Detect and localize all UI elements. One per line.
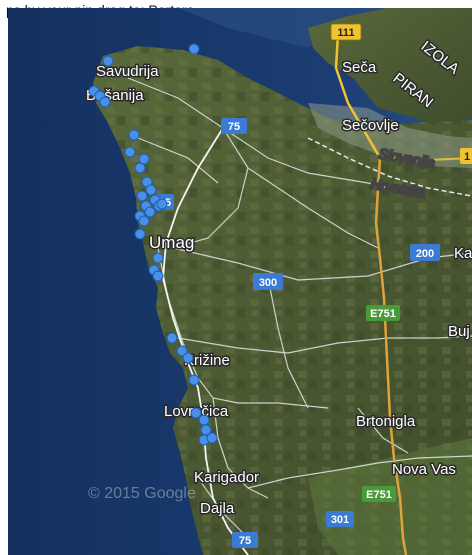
svg-text:301: 301 xyxy=(331,514,349,526)
place-label-seca: Seča xyxy=(342,59,377,76)
road-shield-e751-b: E751 xyxy=(362,486,396,502)
road-111 xyxy=(334,32,382,159)
svg-text:111: 111 xyxy=(337,27,354,39)
place-label-nova-vas: Nova Vas xyxy=(392,461,456,478)
road-shield-75-bottom: 75 xyxy=(232,532,258,548)
map-pin[interactable] xyxy=(156,198,168,210)
svg-text:1: 1 xyxy=(464,151,470,163)
map-pin[interactable] xyxy=(134,228,146,240)
road-shield-e751-a: E751 xyxy=(366,305,400,321)
road-shield-75-top: 75 xyxy=(221,118,247,134)
salt-pans xyxy=(308,103,472,168)
svg-text:E751: E751 xyxy=(370,308,396,320)
map-pin[interactable] xyxy=(166,332,178,344)
place-label-umag: Umag xyxy=(149,233,194,252)
place-label-buj: Buj xyxy=(448,323,470,340)
svg-text:E751: E751 xyxy=(366,489,392,501)
map-pin[interactable] xyxy=(152,252,164,264)
map-watermark: © 2015 Google xyxy=(88,485,196,502)
map-pin[interactable] xyxy=(128,129,140,141)
map-pin[interactable] xyxy=(99,96,111,108)
map-pin[interactable] xyxy=(198,414,210,426)
map-pin[interactable] xyxy=(190,407,202,419)
road-shield-200: 200 xyxy=(410,244,440,261)
place-label-ka: Ka xyxy=(454,245,472,262)
svg-text:300: 300 xyxy=(259,277,277,289)
place-label-dajla: Dajla xyxy=(200,500,235,517)
place-label-karigador: Karigador xyxy=(194,469,259,486)
svg-text:200: 200 xyxy=(416,248,434,260)
svg-text:75: 75 xyxy=(228,121,240,133)
place-label-brtonigla: Brtonigla xyxy=(356,413,416,430)
road-shield-111: 111 xyxy=(330,23,362,41)
map-pin[interactable] xyxy=(206,432,218,444)
map-pin[interactable] xyxy=(176,345,188,357)
highway-e751 xyxy=(374,157,408,555)
map-pin[interactable] xyxy=(134,162,146,174)
map-pin[interactable] xyxy=(145,184,157,196)
map-pin[interactable] xyxy=(188,43,200,55)
satellite-map[interactable]: 111 75 5 300 200 E751 E751 301 75 1 Savu… xyxy=(8,8,472,555)
map-pin[interactable] xyxy=(188,374,200,386)
map-pin[interactable] xyxy=(144,206,156,218)
map-pin[interactable] xyxy=(138,215,150,227)
border-line xyxy=(307,137,472,197)
map-pin[interactable] xyxy=(102,55,114,67)
map-viewport[interactable]: 111 75 5 300 200 E751 E751 301 75 1 Savu… xyxy=(8,8,472,555)
map-pin[interactable] xyxy=(152,270,164,282)
road-shield-1: 1 xyxy=(460,148,472,164)
road-shield-301: 301 xyxy=(326,511,354,527)
svg-text:5: 5 xyxy=(165,197,171,209)
map-pin[interactable] xyxy=(124,146,136,158)
place-label-secovlje: Sečovlje xyxy=(342,117,399,134)
road-shield-300: 300 xyxy=(253,273,283,290)
map-pin[interactable] xyxy=(182,352,194,364)
place-label-savudrija: Savudrija xyxy=(96,63,159,80)
svg-text:75: 75 xyxy=(239,535,251,547)
map-pin[interactable] xyxy=(136,190,148,202)
pin-group[interactable] xyxy=(88,43,218,446)
map-pin[interactable] xyxy=(138,153,150,165)
place-label-krizine: Križine xyxy=(184,352,230,369)
